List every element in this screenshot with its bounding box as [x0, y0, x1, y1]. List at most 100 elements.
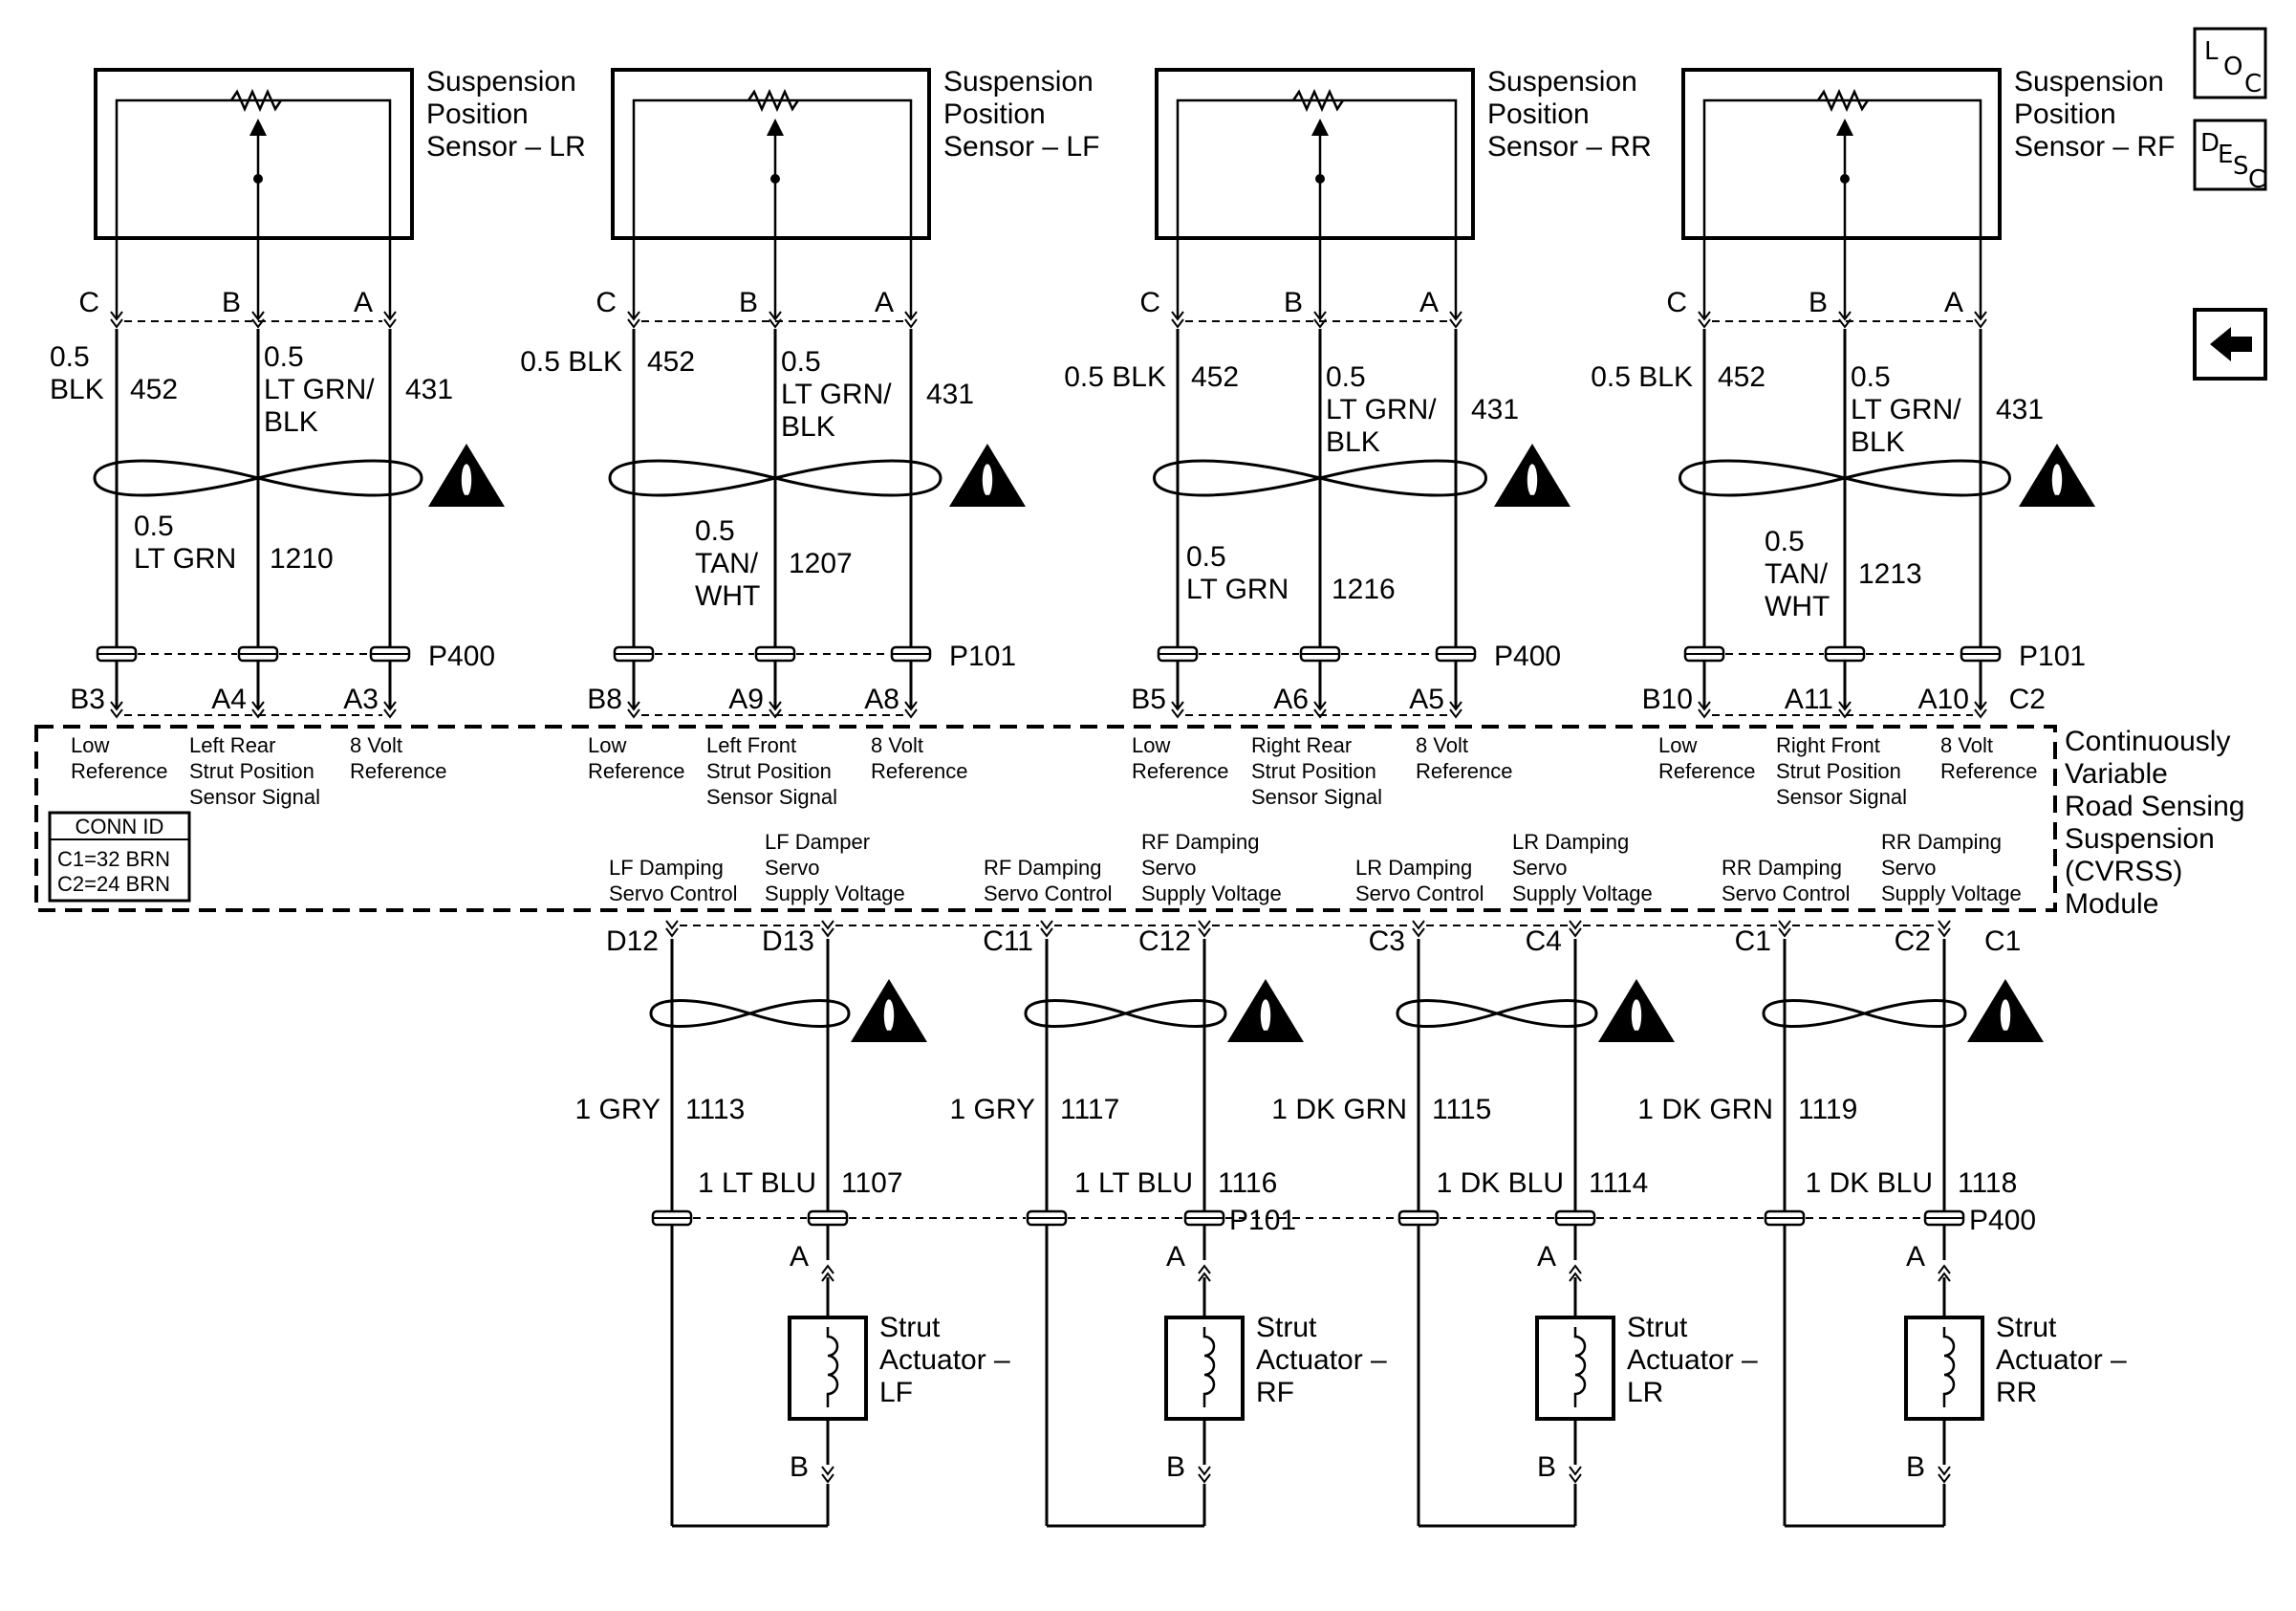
circuit-number: 1213	[1858, 558, 1922, 590]
actuator-name: Actuator –	[1627, 1344, 1758, 1376]
conn-id-frame	[48, 811, 191, 903]
servo-control-label: Servo Control	[1355, 882, 1484, 905]
desc-icon-frame[interactable]	[2193, 119, 2267, 191]
servo-control-label: Servo Control	[1722, 882, 1851, 905]
actuator-terminal-a: A	[1166, 1241, 1185, 1273]
warning-dot	[1528, 494, 1536, 501]
wire-size: 0.5	[1765, 526, 1805, 557]
module-pin: A6	[1273, 684, 1309, 715]
warning-dot	[1633, 1030, 1640, 1037]
sensor-housing	[611, 68, 931, 240]
servo-control-label: Servo Control	[984, 882, 1113, 905]
actuator-terminal	[1198, 1466, 1211, 1484]
circuit-number: 1118	[1958, 1167, 2017, 1199]
signal-label: Reference	[1940, 759, 2038, 783]
warning-mark	[1527, 464, 1538, 496]
desc-icon-s: S	[2233, 152, 2249, 181]
actuator-name: Strut	[1996, 1312, 2057, 1343]
circuit-number: 431	[405, 374, 453, 405]
actuator-terminal	[1198, 1264, 1211, 1282]
module-pin: A9	[728, 684, 764, 715]
module-pin: C3	[1369, 925, 1405, 957]
circuit-number: 452	[1191, 361, 1239, 393]
module-terminal	[1698, 701, 1711, 719]
wire-color: WHT	[1765, 591, 1830, 622]
twisted-pair-symbol	[608, 459, 942, 497]
signal-label: Left Rear	[189, 733, 276, 757]
module-terminal	[665, 920, 679, 938]
sensor-terminal	[383, 311, 397, 329]
module-pin: B5	[1131, 684, 1166, 715]
signal-label: Reference	[871, 759, 968, 783]
actuator-terminal	[1569, 1466, 1582, 1484]
sensor-pin-a: A	[1419, 287, 1439, 318]
circuit-number: 1113	[685, 1094, 745, 1125]
loc-icon-frame[interactable]	[2193, 27, 2267, 99]
twisted-pair-symbol	[1152, 459, 1488, 497]
servo-supply-label: Supply Voltage	[765, 882, 905, 905]
servo-supply-label: Servo	[1881, 856, 1936, 880]
loc-icon[interactable]: LOC	[2193, 27, 2267, 99]
module-title: Variable	[2065, 758, 2168, 790]
signal-label: Strut Position	[1251, 759, 1376, 783]
signal-label: Sensor Signal	[189, 785, 320, 809]
actuator-name: Strut	[879, 1312, 941, 1343]
signal-label: 8 Volt	[1416, 733, 1468, 757]
warning-icon	[1598, 979, 1675, 1042]
servo-control-label: RR Damping	[1722, 856, 1842, 880]
actuator-terminal	[821, 1264, 834, 1282]
actuator-terminal-b: B	[1166, 1451, 1185, 1483]
warning-dot	[1262, 1030, 1269, 1037]
servo-supply-label: LR Damping	[1512, 830, 1629, 854]
module-pin: C2	[1895, 925, 1931, 957]
back-arrow-shape[interactable]	[2210, 327, 2252, 361]
circuit-number: 452	[130, 374, 178, 405]
actuator-terminal	[1938, 1264, 1951, 1282]
sensor-pin-c: C	[1666, 287, 1687, 318]
module-title: Continuously	[2065, 726, 2230, 757]
wire-size-color: 1 DK GRN	[1271, 1094, 1407, 1125]
actuator-terminal-a: A	[790, 1241, 809, 1273]
inline-connector-label: P400	[428, 641, 495, 672]
circuit-number: 431	[1471, 394, 1519, 425]
circuit-number: 1207	[789, 548, 853, 579]
circuit-number: 1216	[1332, 574, 1396, 605]
warning-mark	[1260, 999, 1271, 1032]
loc-icon-l: L	[2204, 37, 2219, 66]
actuator-name: LR	[1627, 1377, 1663, 1408]
sensor-name: Suspension	[943, 66, 1094, 98]
warning-mark	[2000, 999, 2011, 1032]
sensor-pin-c: C	[78, 287, 99, 318]
warning-icon	[2019, 444, 2095, 507]
module-terminal	[821, 920, 834, 938]
sensor-name: Position	[943, 98, 1046, 130]
wire-size-color: 1 DK BLU	[1437, 1167, 1564, 1199]
sensor-pin-c: C	[596, 287, 617, 318]
sensor-name: Sensor – LF	[943, 131, 1099, 163]
sensor-pin-a: A	[875, 287, 894, 318]
conn-id-c2: C2=24 BRN	[57, 872, 170, 896]
servo-control-label: Servo Control	[609, 882, 738, 905]
loc-icon-o: O	[2223, 53, 2242, 81]
circuit-number: 1107	[841, 1167, 903, 1199]
module-pin: D13	[762, 925, 814, 957]
servo-supply-label: Servo	[765, 856, 819, 880]
module-pin: B8	[587, 684, 622, 715]
inline-connector-label: P400	[1969, 1205, 2036, 1236]
back-arrow-icon[interactable]	[2193, 308, 2267, 381]
servo-supply-label: Supply Voltage	[1141, 882, 1282, 905]
sensor-housing	[1155, 68, 1475, 240]
twisted-pair-symbol	[1024, 999, 1227, 1028]
sensor-pin-b: B	[739, 287, 758, 318]
sensor-housing	[1681, 68, 2002, 240]
servo-supply-label: Supply Voltage	[1512, 882, 1653, 905]
signal-label: 8 Volt	[350, 733, 402, 757]
actuator-terminal	[1569, 1264, 1582, 1282]
loc-icon-c: C	[2244, 70, 2262, 98]
twisted-pair-symbol	[1678, 459, 2012, 497]
signal-label: Reference	[71, 759, 168, 783]
signal-label: Low	[1132, 733, 1170, 757]
